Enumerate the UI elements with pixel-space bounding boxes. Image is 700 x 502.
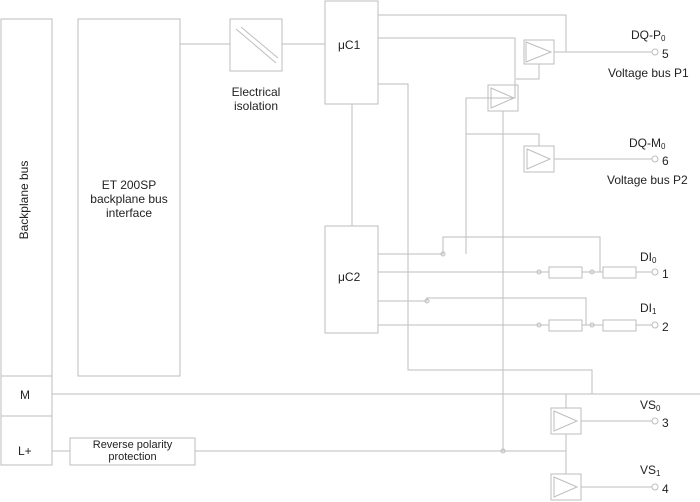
wire-uc1-top [378, 14, 567, 52]
terminal-1-label: 1 [662, 267, 669, 281]
di1-resistor-b [602, 319, 637, 332]
vs1-label: VS1 [640, 463, 660, 479]
et200sp-line3: interface [105, 206, 153, 220]
et200sp-interface-block [77, 18, 181, 377]
wire-uc2-di1 [378, 297, 587, 325]
driver-vs1 [553, 476, 579, 498]
driver-dqp-low [490, 87, 516, 109]
driver-dqm [526, 148, 552, 170]
di0-resistor-b [602, 266, 637, 279]
terminal-3-label: 3 [662, 416, 669, 430]
et200sp-title: ET 200SP backplane bus interface [78, 178, 180, 220]
reverse-line1: Reverse polarity [92, 439, 173, 451]
junction [500, 448, 506, 454]
terminal-4 [651, 483, 659, 491]
isolation-line1: Electrical [231, 85, 281, 99]
vs0-sub: 0 [656, 404, 661, 413]
isolation-slash-b [240, 26, 279, 59]
di1-label: DI1 [640, 301, 656, 317]
di1-resistor-a [548, 319, 583, 332]
dq-p-sub: 0 [661, 34, 666, 43]
dq-p-label: DQ-P0 [631, 28, 665, 44]
reverse-line2: protection [108, 451, 157, 463]
reverse-polarity-label: Reverse polarity protection [70, 439, 195, 463]
junction [589, 269, 595, 275]
junction [536, 322, 542, 328]
terminal-1 [651, 268, 659, 276]
terminal-6-label: 6 [662, 154, 669, 168]
vs1-sub: 1 [656, 469, 661, 478]
wire-uc1-dqp-ctrl [378, 37, 516, 254]
di0-resistor-a [548, 266, 583, 279]
terminal-5-label: 5 [662, 47, 669, 61]
isolation-line2: isolation [233, 99, 279, 113]
terminal-4-label: 4 [662, 482, 669, 496]
dq-m-sub: 0 [661, 142, 666, 151]
isolation-label: Electrical isolation [216, 85, 296, 113]
uc1-label: μC1 [338, 38, 361, 52]
backplane-bus-label: Backplane bus [17, 160, 31, 240]
driver-dqp-high [525, 41, 553, 63]
junction [589, 322, 595, 328]
uc2-label: μC2 [338, 270, 361, 284]
wire-uc2-di0 [378, 236, 601, 272]
wire-uc1-diag [378, 83, 593, 394]
voltage-bus-p2-label: Voltage bus P2 [607, 173, 688, 187]
voltage-bus-p1-label: Voltage bus P1 [608, 66, 689, 80]
terminal-6 [651, 155, 659, 163]
junction [440, 251, 446, 257]
vs0-base: VS [640, 398, 657, 412]
uc1-block [324, 0, 379, 105]
backplane-bus-block [0, 18, 53, 466]
junction [536, 269, 542, 275]
vs0-label: VS0 [640, 398, 660, 414]
vs1-base: VS [640, 463, 657, 477]
junction [424, 298, 430, 304]
et200sp-line1: ET 200SP [101, 178, 157, 192]
isolation-slash-a [235, 28, 277, 64]
di0-sub: 0 [652, 256, 657, 265]
driver-dqp-high-box [523, 39, 555, 65]
wire-dqp-fb [516, 64, 540, 80]
driver-vs0 [553, 410, 579, 432]
terminal-2-label: 2 [662, 320, 669, 334]
dq-m-base: DQ-M [629, 136, 661, 150]
di1-base: DI [640, 301, 652, 315]
m-label: M [20, 388, 30, 402]
terminal-3 [651, 417, 659, 425]
di1-sub: 1 [652, 307, 657, 316]
terminal-2 [651, 321, 659, 329]
isolation-block [229, 18, 283, 72]
wire-dqm-ctrl [466, 133, 540, 146]
di0-base: DI [640, 250, 652, 264]
dq-p-base: DQ-P [631, 28, 661, 42]
et200sp-line2: backplane bus [90, 192, 168, 206]
lplus-label: L+ [18, 444, 32, 458]
terminal-5 [651, 48, 659, 56]
di0-label: DI0 [640, 250, 656, 266]
dq-m-label: DQ-M0 [629, 136, 665, 152]
